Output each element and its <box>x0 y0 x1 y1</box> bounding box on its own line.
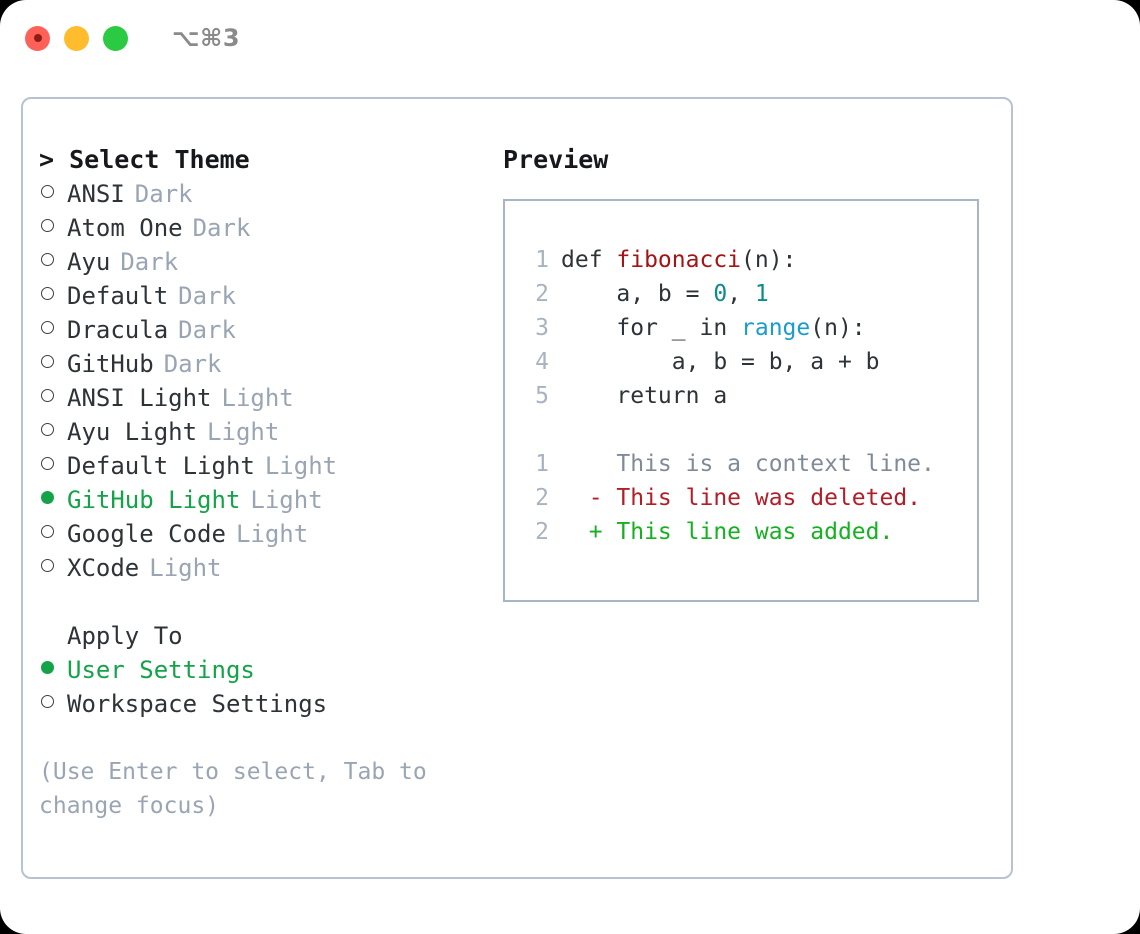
code-token-plain: for _ in <box>561 315 742 341</box>
theme-item-label: Google Code <box>67 520 226 548</box>
theme-item-label: ANSI <box>67 180 125 208</box>
zoom-button[interactable] <box>103 25 128 51</box>
theme-item-dracula[interactable]: Dracula Dark <box>39 313 485 347</box>
code-token-plain: return a <box>561 383 728 409</box>
theme-item-github[interactable]: GitHub Dark <box>39 347 485 381</box>
theme-item-ansi[interactable]: ANSI Dark <box>39 177 485 211</box>
theme-item-label: Default <box>67 282 169 310</box>
line-number: 2 <box>535 485 549 511</box>
diff-text: - This line was deleted. <box>561 485 922 511</box>
code-line: 4 a, b = b, a + b <box>527 345 977 379</box>
theme-item-label: Ayu Light <box>67 418 198 446</box>
theme-kind-badge: Dark <box>192 214 251 242</box>
line-number: 2 <box>535 281 549 307</box>
code-token-fn: fibonacci <box>616 247 742 273</box>
theme-item-label: GitHub <box>67 350 154 378</box>
code-token-plain: a, b = <box>561 281 714 307</box>
theme-kind-badge: Dark <box>134 180 193 208</box>
window-controls <box>25 25 128 51</box>
code-token-num: 0 <box>713 281 728 307</box>
theme-item-google-code[interactable]: Google Code Light <box>39 517 485 551</box>
theme-item-xcode[interactable]: XCode Light <box>39 551 485 585</box>
apply-to-heading: Apply To <box>67 622 183 650</box>
code-token-plain: a, b = b, a + b <box>561 349 880 375</box>
diff-line-del: 2 - This line was deleted. <box>527 481 977 515</box>
code-token-plain: (n): <box>810 315 866 341</box>
theme-item-label: Atom One <box>67 214 183 242</box>
theme-item-atom-one[interactable]: Atom One Dark <box>39 211 485 245</box>
theme-item-label: GitHub Light <box>67 486 241 514</box>
minimize-button[interactable] <box>64 25 89 51</box>
code-token-plain: , <box>727 281 755 307</box>
diff-line-add: 2 + This line was added. <box>527 515 977 549</box>
theme-item-default-light[interactable]: Default Light Light <box>39 449 485 483</box>
close-button[interactable] <box>25 25 50 51</box>
apply-item-label: User Settings <box>67 656 255 684</box>
keyboard-shortcut-label: ⌥⌘3 <box>172 24 241 52</box>
theme-item-ansi-light[interactable]: ANSI Light Light <box>39 381 485 415</box>
theme-kind-badge: Dark <box>178 282 236 310</box>
theme-item-label: Default Light <box>67 452 255 480</box>
theme-kind-badge: Light <box>149 554 222 582</box>
select-theme-heading: > Select Theme <box>39 145 250 174</box>
theme-kind-badge: Light <box>235 520 309 548</box>
list-spacer <box>39 585 485 619</box>
theme-kind-badge: Light <box>250 486 323 514</box>
apply-item-user-settings[interactable]: User Settings <box>39 653 485 687</box>
theme-item-label: Ayu <box>67 248 111 276</box>
line-number: 4 <box>535 349 549 375</box>
line-number: 3 <box>535 315 549 341</box>
apply-item-workspace-settings[interactable]: Workspace Settings <box>39 687 485 721</box>
theme-kind-badge: Light <box>207 418 280 446</box>
title-bar: ⌥⌘3 <box>0 0 1140 76</box>
line-number: 2 <box>535 519 549 545</box>
code-token-num: 1 <box>754 281 769 307</box>
theme-item-ayu-light[interactable]: Ayu Light Light <box>39 415 485 449</box>
theme-kind-badge: Light <box>221 384 294 412</box>
code-line: 2 a, b = 0, 1 <box>527 277 977 311</box>
theme-item-label: XCode <box>67 554 140 582</box>
code-token-call: range <box>741 315 811 341</box>
diff-line-ctx: 1 This is a context line. <box>527 447 977 481</box>
code-line: 1 def fibonacci(n): <box>527 243 977 277</box>
diff-text: + This line was added. <box>561 519 894 545</box>
code-line: 3 for _ in range(n): <box>527 311 977 345</box>
theme-item-label: Dracula <box>67 316 169 344</box>
code-line: 5 return a <box>527 379 977 413</box>
theme-item-github-light[interactable]: GitHub Light Light <box>39 483 485 517</box>
line-number: 1 <box>535 247 549 273</box>
diff-text: This is a context line. <box>561 451 935 477</box>
code-diff-spacer <box>527 413 977 447</box>
line-number: 5 <box>535 383 549 409</box>
theme-item-ayu[interactable]: Ayu Dark <box>39 245 485 279</box>
theme-kind-badge: Dark <box>163 350 222 378</box>
theme-item-default[interactable]: Default Dark <box>39 279 485 313</box>
preview-heading: Preview <box>503 145 609 174</box>
keyboard-hint-text: (Use Enter to select, Tab to change focu… <box>39 759 427 819</box>
diff-sample: 1 This is a context line.2 - This line w… <box>527 447 977 549</box>
theme-kind-badge: Light <box>264 452 338 480</box>
line-number: 1 <box>535 451 549 477</box>
code-token-plain: def <box>561 247 617 273</box>
theme-item-label: ANSI Light <box>67 384 212 412</box>
apply-item-label: Workspace Settings <box>67 690 328 718</box>
code-token-plain: (n): <box>741 247 797 273</box>
theme-kind-badge: Dark <box>178 316 236 344</box>
theme-kind-badge: Dark <box>120 248 179 276</box>
